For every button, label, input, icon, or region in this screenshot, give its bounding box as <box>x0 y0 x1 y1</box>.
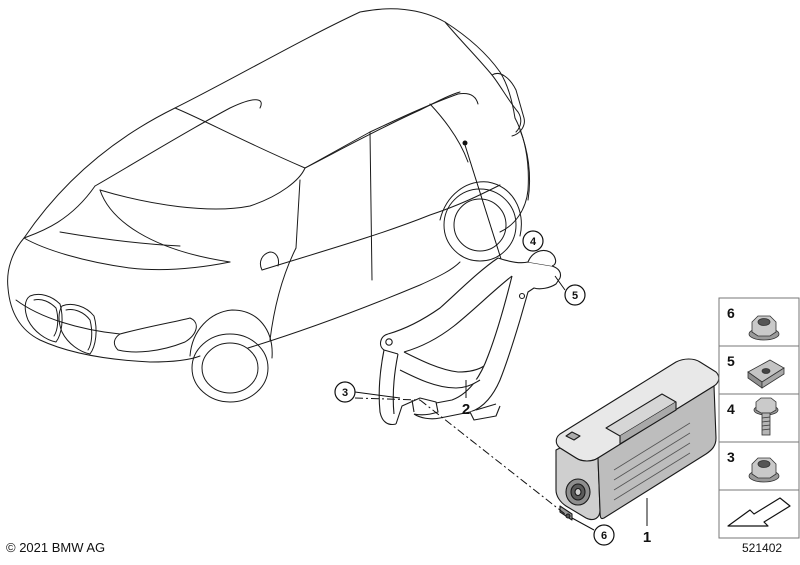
arrow-down-left-icon <box>727 497 791 527</box>
callout-5-number: 5 <box>572 290 578 302</box>
hex-bolt-icon <box>753 397 779 436</box>
legend-number: 5 <box>727 353 735 369</box>
legend-row-4: 4 <box>727 397 779 436</box>
hex-flange-nut-icon <box>748 457 780 483</box>
hex-flange-nut-icon <box>748 315 780 341</box>
label-part-2: 2 <box>462 380 470 418</box>
callout-4-number: 4 <box>530 236 537 248</box>
copyright-text: © 2021 BMW AG <box>6 540 106 555</box>
callout-5: 5 <box>554 275 586 306</box>
control-unit-part <box>555 358 720 521</box>
legend-panel: 6 5 4 <box>718 297 800 539</box>
legend-row-6: 6 <box>727 305 780 341</box>
callout-6-number: 6 <box>601 530 607 542</box>
bracket-part <box>378 249 562 426</box>
legend-number: 4 <box>727 401 735 417</box>
vehicle-outline <box>7 8 531 403</box>
callout-6: 6 <box>571 517 615 546</box>
callout-4: 4 <box>522 230 544 252</box>
legend-row-5: 5 <box>727 353 785 389</box>
legend-row-3: 3 <box>727 449 780 483</box>
part-1-number: 1 <box>643 529 651 546</box>
legend-number: 6 <box>727 305 735 321</box>
callout-3-number: 3 <box>342 387 348 399</box>
part-2-number: 2 <box>462 401 470 418</box>
document-number: 521402 <box>742 541 783 555</box>
label-part-1: 1 <box>643 498 651 546</box>
legend-number: 3 <box>727 449 735 465</box>
speed-nut-clip-icon <box>747 359 785 389</box>
assembly-lines <box>354 397 566 515</box>
callout-3: 3 <box>334 381 401 403</box>
location-leader <box>462 140 503 263</box>
